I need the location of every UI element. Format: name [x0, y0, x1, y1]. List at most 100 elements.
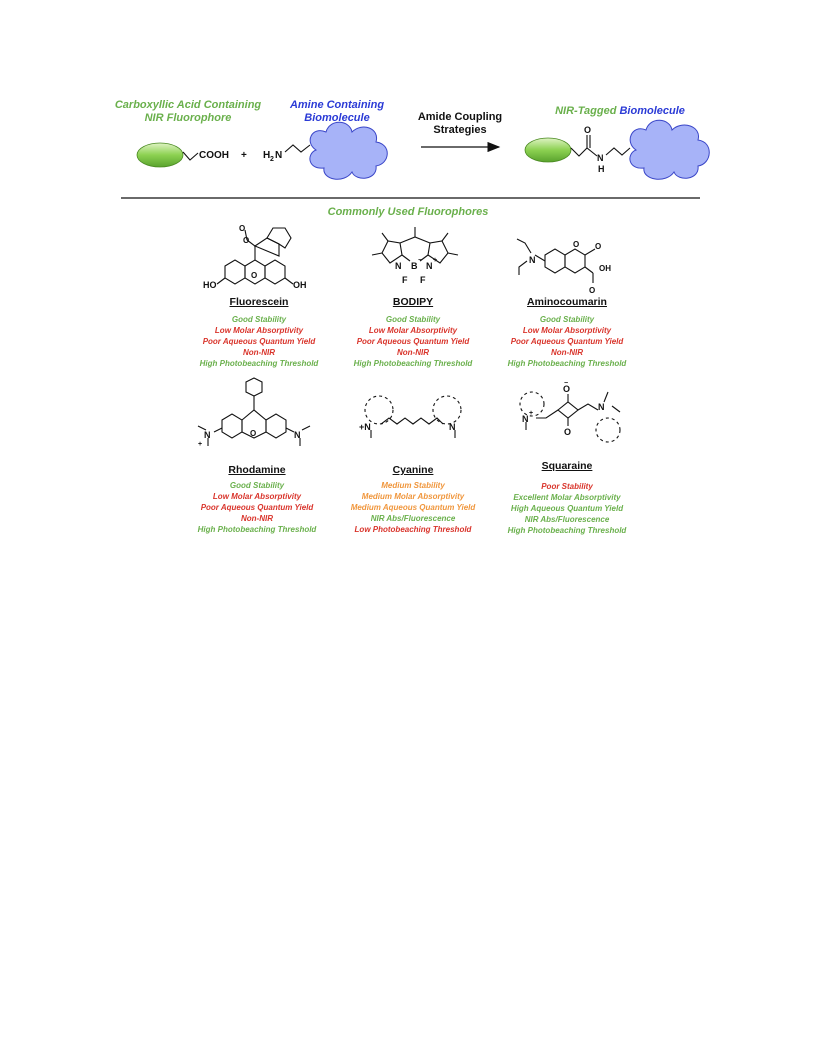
product-label: NIR-Tagged Biomolecule [535, 105, 705, 118]
cyanine-property: Low Photobeaching Threshold [354, 525, 472, 534]
squaraine-property: Excellent Molar Absorptivity [513, 493, 621, 502]
fluorescein-carbonyl-o: O [239, 224, 245, 233]
rhodamine-property: Good Stability [229, 481, 285, 490]
squaraine-name: Squaraine [541, 460, 593, 472]
cyanine-n-right: N [449, 422, 456, 432]
reactant2-label: Amine Containing Biomolecule [282, 99, 392, 125]
amine-h: H [263, 150, 270, 161]
aminocoumarin-property: High Photobeaching Threshold [507, 359, 627, 368]
squaraine-structure: O − N + O N [519, 382, 621, 443]
aminocoumarin-property: Good Stability [539, 315, 595, 324]
aminocoumarin-ring-o: O [573, 240, 579, 249]
reaction-scheme: COOH + H 2 N O N H [121, 119, 710, 199]
reactant2-line2: Biomolecule [304, 112, 370, 124]
product-label-part2: Biomolecule [619, 105, 685, 117]
bodipy-property: Non-NIR [397, 348, 429, 357]
fluorescein-lactone-o: O [243, 236, 249, 245]
fluorophore-pill-icon [136, 142, 184, 168]
squaraine-o-top: O [563, 384, 570, 394]
reactant1-line1: Carboxyllic Acid Containing [114, 99, 262, 111]
product-cloud-icon [629, 119, 710, 180]
squaraine-o-bottom: O [564, 427, 571, 437]
rhodamine-ring-o: O [250, 429, 256, 438]
arrow-label-line2: Strategies [433, 124, 487, 136]
fluorescein-ho: HO [203, 280, 217, 290]
aminocoumarin-name: Aminocoumarin [527, 296, 607, 308]
fluorescein-property: High Photobeaching Threshold [199, 359, 319, 368]
section-title: Commonly Used Fluorophores [327, 206, 489, 218]
aminocoumarin-property: Non-NIR [551, 348, 583, 357]
squaraine-n-right: N [598, 402, 605, 412]
fluorescein-ring-o: O [251, 271, 257, 280]
squaraine-minus: − [564, 382, 568, 387]
aminocoumarin-carbonyl-o: O [595, 242, 601, 251]
aminocoumarin-property: Poor Aqueous Quantum Yield [510, 337, 624, 346]
aminocoumarin-acid-o: O [589, 286, 595, 295]
amine-n: N [275, 150, 282, 161]
squaraine-property: Poor Stability [541, 482, 593, 491]
bodipy-boron: B [411, 261, 418, 271]
rhodamine-property: Low Molar Absorptivity [212, 492, 302, 501]
fluorescein-property: Low Molar Absorptivity [214, 326, 304, 335]
cyanine-property: NIR Abs/Fluorescence [370, 514, 456, 523]
bodipy-property: Low Molar Absorptivity [368, 326, 458, 335]
aminocoumarin-oh: OH [599, 264, 611, 273]
reactant2-line1: Amine Containing [289, 99, 385, 111]
amine-subscript: 2 [270, 156, 274, 163]
fluorescein-property: Non-NIR [243, 348, 275, 357]
rhodamine-n-right: N [294, 430, 301, 440]
cyanine-property: Medium Aqueous Quantum Yield [350, 503, 476, 512]
cyanine-property: Medium Molar Absorptivity [361, 492, 465, 501]
cyanine-structure: +N N [359, 395, 462, 438]
arrow-label: Amide Coupling Strategies [410, 111, 510, 137]
squaraine-n-left: N [522, 414, 529, 424]
bodipy-f-right: F [420, 275, 426, 285]
rhodamine-n-left: N [204, 430, 211, 440]
bodipy-name: BODIPY [392, 296, 434, 308]
bodipy-minus: − [418, 257, 422, 264]
rhodamine-structure: N + N O [197, 377, 311, 448]
reactant1-label: Carboxyllic Acid Containing NIR Fluoroph… [108, 99, 268, 125]
bodipy-f-left: F [402, 275, 408, 285]
squaraine-property: High Aqueous Quantum Yield [510, 504, 624, 513]
reactant1-line2: NIR Fluorophore [144, 112, 232, 124]
arrow-label-line1: Amide Coupling [417, 111, 503, 123]
fluorescein-oh: OH [293, 280, 307, 290]
amide-h: H [598, 164, 605, 174]
bodipy-n-left: N [395, 261, 402, 271]
product-label-part1: NIR-Tagged [555, 105, 620, 117]
cyanine-n-left: +N [359, 422, 371, 432]
rhodamine-plus: + [198, 441, 202, 448]
squaraine-property: High Photobeaching Threshold [507, 526, 627, 535]
amide-n: N [597, 153, 604, 163]
squaraine-property: NIR Abs/Fluorescence [524, 515, 610, 524]
rhodamine-property: Non-NIR [241, 514, 273, 523]
fluorescein-property: Poor Aqueous Quantum Yield [202, 337, 316, 346]
biomolecule-cloud-icon [309, 121, 388, 180]
cyanine-name: Cyanine [392, 464, 434, 476]
aminocoumarin-structure: N O O OH O [516, 238, 611, 295]
rhodamine-property: Poor Aqueous Quantum Yield [200, 503, 314, 512]
fluorescein-property: Good Stability [231, 315, 287, 324]
fluorescein-structure: HO OH O O O [203, 224, 307, 290]
rhodamine-name: Rhodamine [228, 464, 286, 476]
fluorescein-name: Fluorescein [229, 296, 289, 308]
rhodamine-property: High Photobeaching Threshold [197, 525, 317, 534]
plus-sign: + [241, 150, 247, 161]
bodipy-structure: N B N F F − + [371, 227, 459, 285]
product-pill-icon [524, 137, 572, 163]
bodipy-property: Poor Aqueous Quantum Yield [356, 337, 470, 346]
cooh-text: COOH [199, 150, 229, 161]
bodipy-property: High Photobeaching Threshold [353, 359, 473, 368]
bodipy-plus: + [433, 257, 437, 264]
bodipy-n-right: N [426, 261, 433, 271]
cyanine-property: Medium Stability [381, 481, 445, 490]
aminocoumarin-property: Low Molar Absorptivity [522, 326, 612, 335]
amide-o: O [584, 125, 591, 135]
